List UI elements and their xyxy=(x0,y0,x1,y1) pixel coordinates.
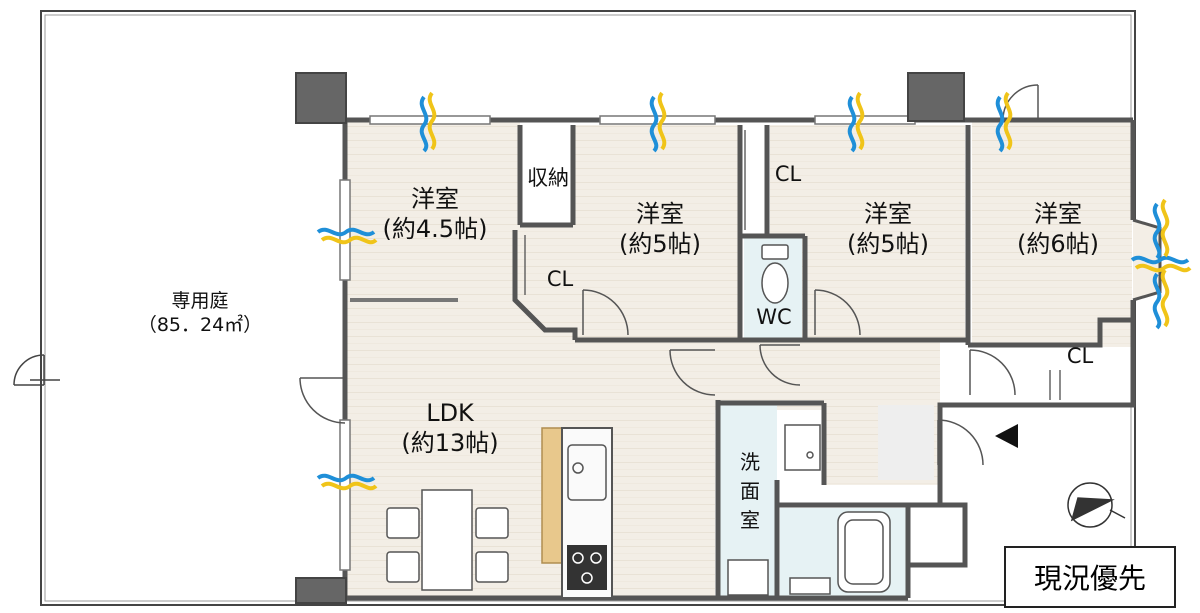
unit-floor xyxy=(345,120,1132,600)
garden-name: 専用庭 xyxy=(171,290,229,312)
room-name: 洋室 xyxy=(1034,200,1082,228)
room-western-2: 洋室 (約5帖) xyxy=(580,199,740,259)
garden-label: 専用庭 （85．24㎡） xyxy=(130,290,270,338)
entrance-arrow-icon xyxy=(995,424,1018,448)
closet-rails xyxy=(524,130,1061,400)
washbasin xyxy=(727,424,821,596)
current-condition-stamp: 現況優先 xyxy=(1004,546,1176,608)
sink-icon xyxy=(567,444,607,501)
washroom-char-1: 洗 xyxy=(740,450,760,474)
storage-fill xyxy=(523,126,573,223)
room-ldk: LDK (約13帖) xyxy=(370,398,530,458)
room-size: (約13帖) xyxy=(401,429,499,457)
room-western-4: 洋室 (約6帖) xyxy=(978,199,1138,259)
room-name: 洋室 xyxy=(411,185,459,213)
dining-table xyxy=(386,489,509,591)
room-western-1: 洋室 (約4.5帖) xyxy=(355,184,515,244)
room-size: (約6帖) xyxy=(1017,230,1099,258)
pillars xyxy=(295,72,965,604)
closet-label-3: CL xyxy=(1066,344,1094,368)
stove-icon xyxy=(567,545,607,590)
room-name: 洋室 xyxy=(636,200,684,228)
closet-label-2: CL xyxy=(774,162,802,186)
door-swing-icon xyxy=(299,84,1039,466)
room-size: (約5帖) xyxy=(619,230,701,258)
washroom-label: 洗 面 室 xyxy=(736,448,764,535)
washroom-char-3: 室 xyxy=(740,508,760,532)
toilet-label: WC xyxy=(756,305,792,329)
room-name: LDK xyxy=(426,399,474,427)
toilet-icon xyxy=(761,244,789,304)
room-size: (約4.5帖) xyxy=(382,215,488,243)
kitchen-counter xyxy=(541,427,563,564)
garden-area: （85．24㎡） xyxy=(137,313,263,336)
closet-label-1: CL xyxy=(546,267,574,291)
washroom-char-2: 面 xyxy=(740,479,760,503)
room-size: (約5帖) xyxy=(847,230,929,258)
room-name: 洋室 xyxy=(864,200,912,228)
entrance-floor xyxy=(878,405,934,480)
garden-gate-door xyxy=(13,354,60,386)
compass-icon xyxy=(1067,482,1126,528)
bathtub-icon xyxy=(789,511,891,595)
storage-label: 収納 xyxy=(527,166,569,190)
room-western-3: 洋室 (約5帖) xyxy=(808,199,968,259)
